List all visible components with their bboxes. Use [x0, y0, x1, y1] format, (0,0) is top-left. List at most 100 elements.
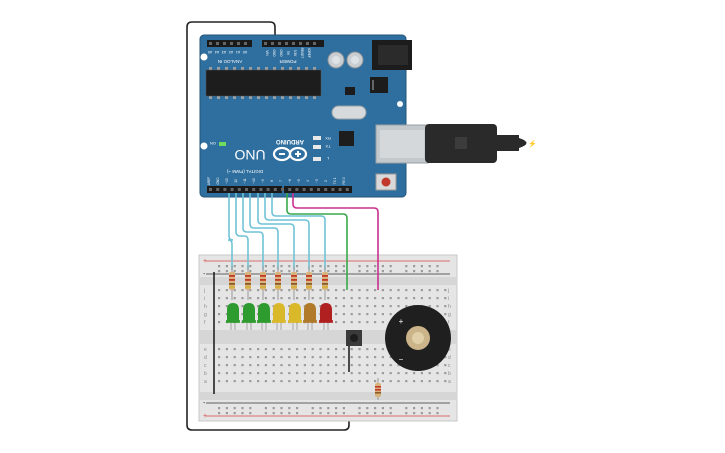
power-pin-label: GND — [272, 49, 276, 57]
arduino-brand-label: ARDUINO — [276, 138, 304, 144]
led-signal-wires — [227, 193, 326, 270]
power-pin-label: RESET — [300, 48, 304, 59]
digital-pin-label: AREF — [207, 177, 211, 186]
digital-pin-label: 12 — [234, 179, 238, 183]
analog-pin-label: A1 — [236, 50, 240, 54]
digital-pin-label: ~10 — [252, 178, 256, 184]
crystal-oscillator — [331, 105, 367, 120]
led — [272, 303, 286, 330]
pulldown-resistor — [375, 378, 381, 400]
led-signal-wire — [264, 193, 310, 270]
buzzer-plus-label: + — [399, 317, 404, 326]
power-pin-label: 3.3V — [293, 50, 297, 57]
row-letter: c — [448, 363, 451, 369]
led-signal-wire — [242, 193, 264, 270]
digital-pin-label: ~11 — [243, 178, 247, 183]
digital-pin-label: ~13 — [225, 178, 229, 184]
power-pin-label: 5V — [286, 51, 290, 56]
resistor — [306, 266, 312, 300]
analog-pin-label: A0 — [243, 50, 247, 54]
button-signal-wire — [286, 193, 348, 290]
resistor — [291, 266, 297, 300]
led-signal-wire — [235, 193, 249, 270]
led — [303, 303, 317, 330]
analog-label: ANALOG IN — [218, 59, 243, 64]
rx-label: RX — [325, 136, 331, 141]
resistor — [229, 266, 235, 300]
analog-header — [207, 40, 252, 47]
piezo-buzzer: + − — [385, 305, 451, 371]
rail-plus-top: + — [203, 258, 207, 265]
digital-pin-label: TX 1 — [333, 177, 337, 184]
rail-plus-bottom: + — [203, 413, 207, 420]
rail-minus-bottom: - — [203, 400, 206, 407]
led-signal-wire — [257, 193, 295, 270]
row-letter: g — [448, 312, 451, 318]
voltage-regulator — [370, 77, 388, 93]
row-letter: j — [447, 288, 449, 294]
analog-pin-label: A4 — [215, 50, 219, 54]
analog-pin-label: A5 — [208, 50, 212, 54]
led-signal-wire — [271, 193, 326, 270]
tx-label: TX — [325, 144, 330, 149]
row-letter: h — [204, 304, 207, 310]
row-letter: b — [448, 371, 451, 377]
row-letter: i — [448, 296, 449, 302]
digital-pin-label: ~3 — [315, 179, 319, 183]
digital-pin-label: 4 — [306, 180, 310, 182]
digital-pin-label: 2 — [324, 180, 328, 182]
l-label: L — [326, 156, 329, 161]
buzzer-minus-label: − — [399, 355, 404, 364]
power-label: POWER — [279, 59, 297, 64]
ground-wire-loop — [186, 21, 350, 431]
led — [257, 303, 271, 330]
digital-header-left — [207, 186, 282, 193]
power-pin-label: GND — [279, 49, 283, 57]
row-letter: e — [204, 347, 207, 353]
row-letter: f — [204, 320, 206, 326]
digital-pin-label: ~6 — [288, 179, 292, 183]
row-letter: g — [204, 312, 207, 318]
led-resistors — [229, 266, 328, 300]
usb-cable: ⚡ — [375, 124, 537, 164]
resistor — [245, 266, 251, 300]
atmega-chip — [206, 70, 321, 96]
digital-pin-label: 8 — [270, 180, 274, 182]
buzzer-signal-wire — [292, 193, 379, 290]
digital-pin-label: RX 0 — [342, 177, 346, 184]
on-label: ON — [210, 141, 216, 146]
analog-pin-label: A2 — [229, 50, 233, 54]
resistor — [322, 266, 328, 300]
led-signal-wire — [227, 193, 234, 270]
digital-pin-label: GND — [216, 177, 220, 185]
rail-minus-top: - — [203, 271, 206, 278]
row-letter: c — [204, 363, 207, 369]
uno-model-label: UNO — [234, 147, 265, 163]
led — [226, 303, 240, 330]
led-signal-wire — [249, 193, 279, 270]
resistor — [260, 266, 266, 300]
row-letter: i — [204, 296, 205, 302]
digital-pin-label: ~5 — [297, 179, 301, 183]
power-pin-label: IOREF — [307, 48, 311, 58]
row-letter: b — [204, 371, 207, 377]
row-letter: f — [448, 320, 450, 326]
analog-pin-label: A3 — [222, 50, 226, 54]
digital-pin-label: ~9 — [261, 179, 265, 183]
pushbutton[interactable] — [346, 330, 362, 346]
row-letter: d — [448, 355, 451, 361]
row-letter: d — [204, 355, 207, 361]
row-letter: a — [204, 379, 207, 385]
power-pin-label: VIN — [265, 50, 269, 56]
row-letter: h — [448, 304, 451, 310]
row-letter: j — [203, 288, 205, 294]
led — [242, 303, 256, 330]
resistor — [275, 266, 281, 300]
led-array — [226, 303, 333, 330]
svg-text:⚡: ⚡ — [528, 139, 537, 148]
power-led — [219, 142, 226, 146]
